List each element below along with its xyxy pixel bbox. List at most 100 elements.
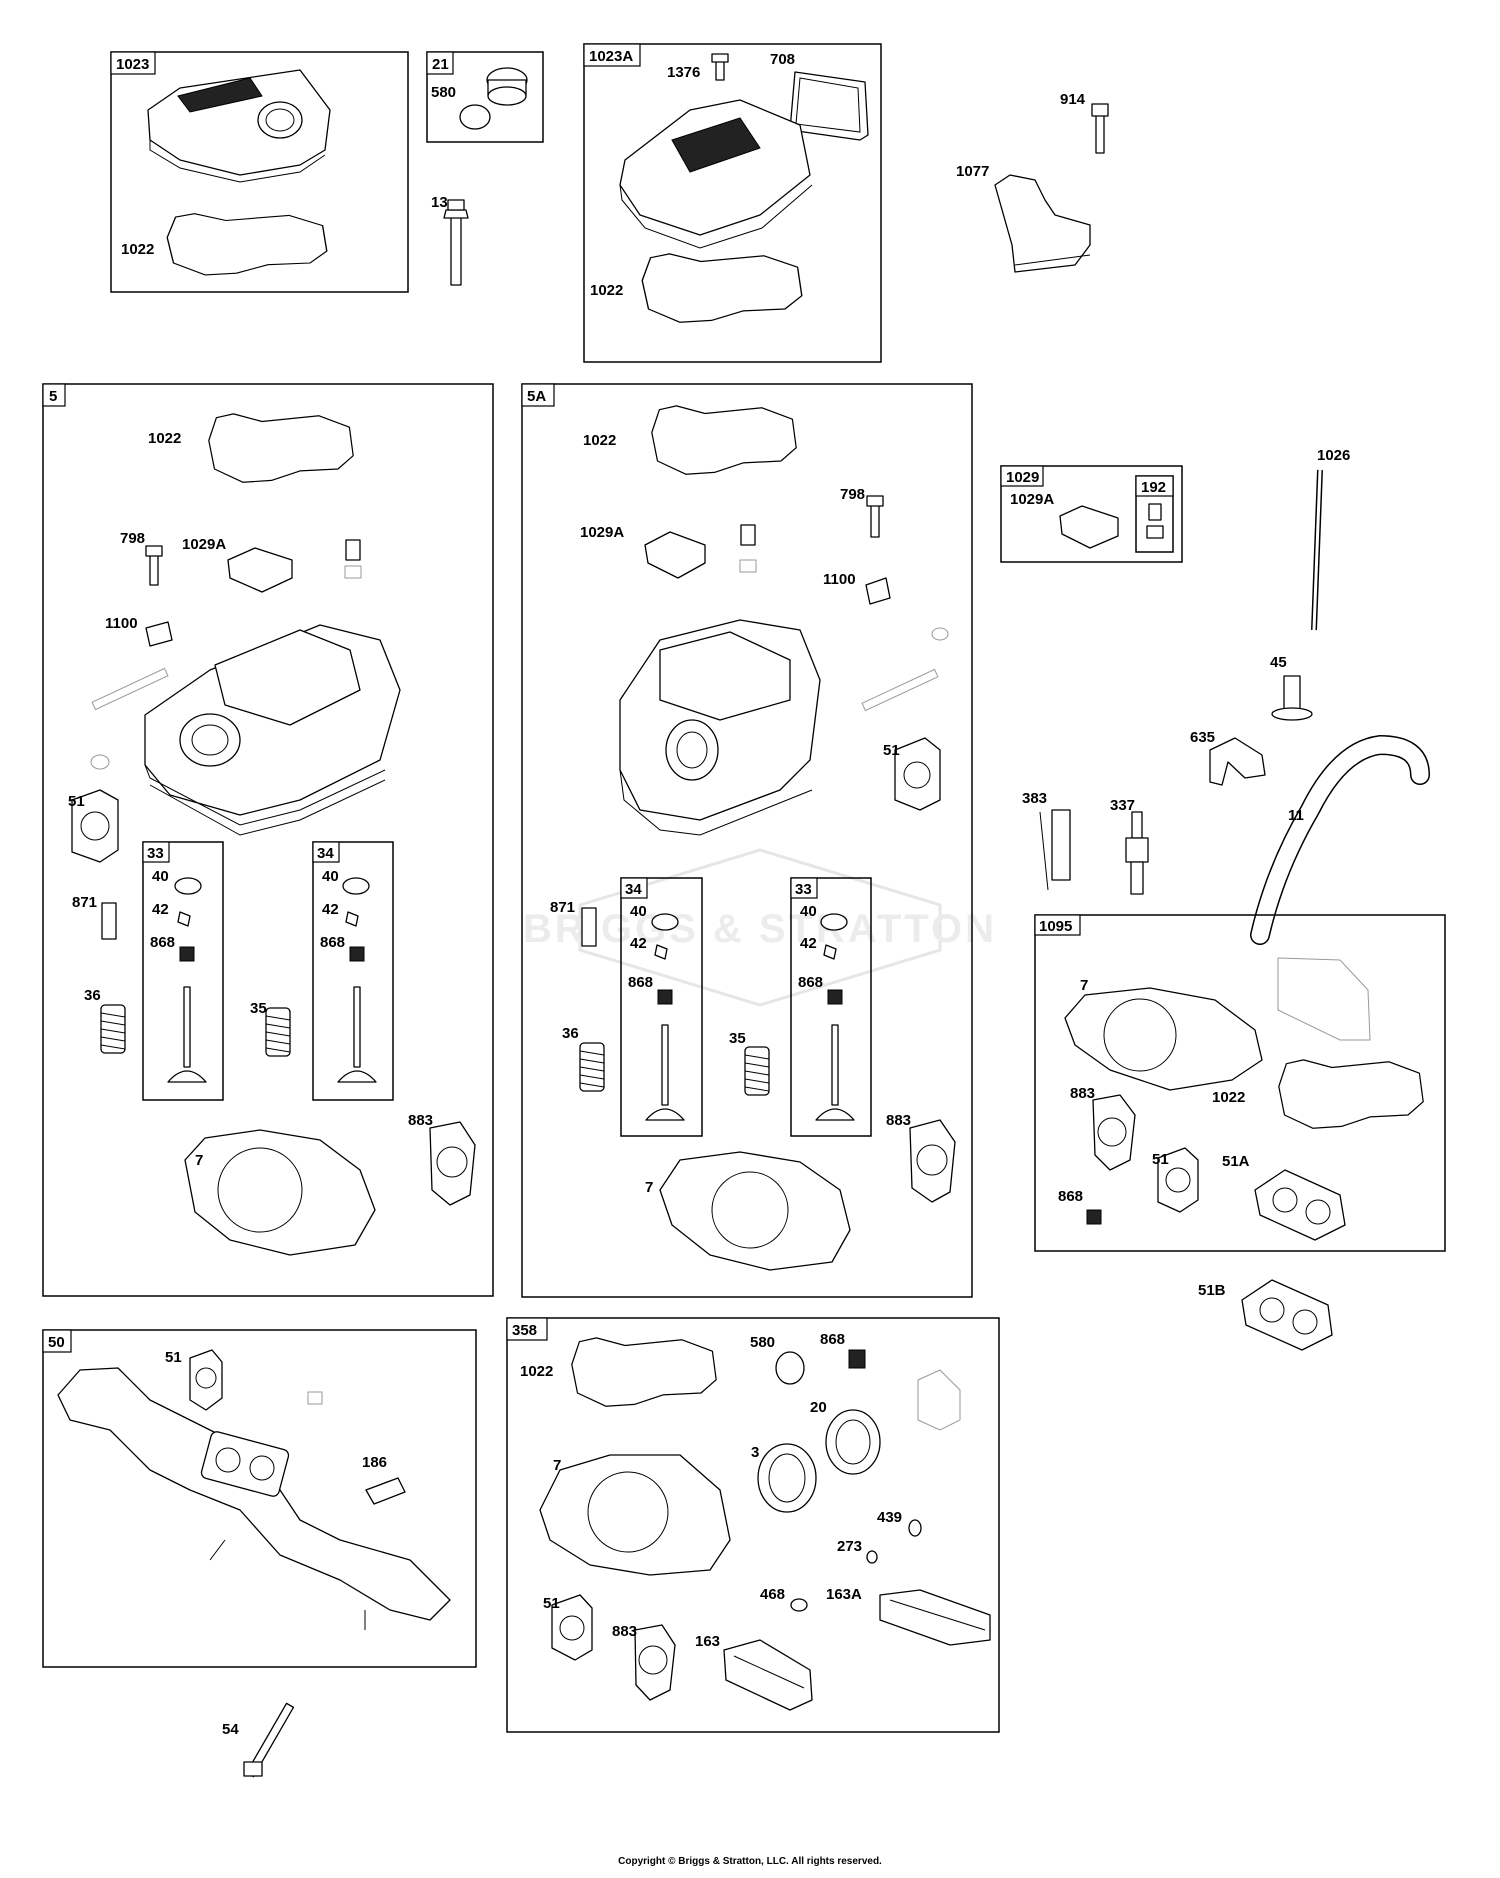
gasket-163[interactable] — [723, 1639, 813, 1711]
group-1023A[interactable]: 1023A 1376 708 1022 — [583, 43, 882, 363]
gasket-1095-top[interactable] — [1277, 957, 1371, 1041]
spring-35[interactable] — [744, 1046, 770, 1096]
oil-fill-cap[interactable] — [486, 67, 528, 106]
gasket-1022[interactable] — [1278, 1059, 1424, 1129]
valve-cap-868[interactable] — [349, 946, 365, 962]
breather-tube-11[interactable] — [1250, 734, 1430, 945]
spring-35[interactable] — [265, 1007, 291, 1057]
oil-seal-20[interactable] — [825, 1409, 881, 1475]
label-273: 273 — [837, 1538, 862, 1555]
group-1029[interactable]: 1029 1029A 192 — [1000, 465, 1183, 563]
intake-manifold[interactable] — [57, 1367, 451, 1630]
breather-1100[interactable] — [865, 577, 891, 605]
gasket-883[interactable] — [1092, 1094, 1136, 1171]
bolt-54[interactable] — [243, 1702, 295, 1778]
valve-cap-868[interactable] — [827, 989, 843, 1005]
valve-cover-gasket-1023A[interactable] — [641, 253, 803, 323]
bolt-1376[interactable] — [711, 53, 729, 81]
rocker-cover-gasket[interactable] — [208, 413, 354, 483]
head-gasket-7[interactable] — [659, 1151, 851, 1271]
head-gasket-7[interactable] — [184, 1129, 376, 1256]
gasket-51[interactable] — [894, 737, 941, 811]
bolt-13[interactable] — [443, 199, 469, 286]
group-21[interactable]: 21 580 — [426, 51, 544, 143]
valve-cap-868[interactable] — [179, 946, 195, 962]
valve-stem[interactable] — [815, 1024, 855, 1121]
head-gasket-7[interactable] — [539, 1454, 731, 1576]
valve-seal-40[interactable] — [820, 913, 848, 931]
tappet-45[interactable] — [1271, 675, 1313, 721]
valve-cover-gasket[interactable] — [166, 213, 328, 276]
bolt-798[interactable] — [145, 545, 163, 586]
oring-439[interactable] — [908, 1519, 922, 1537]
breather-1100[interactable] — [145, 621, 173, 647]
gasket-51[interactable] — [1157, 1147, 1199, 1213]
group-5[interactable]: 5 1022 798 1029A 1100 51 871 36 — [42, 383, 494, 1297]
tube-871[interactable] — [101, 902, 117, 940]
pivot-stud[interactable] — [345, 539, 361, 561]
keeper-42[interactable] — [823, 944, 837, 960]
spring-36[interactable] — [579, 1042, 605, 1092]
spring-36[interactable] — [100, 1004, 126, 1054]
pivot-nut-192[interactable] — [1146, 525, 1164, 539]
gasket-51[interactable] — [551, 1594, 593, 1661]
group-5A[interactable]: 5A 1022 798 1029A 1100 51 871 36 — [521, 383, 973, 1298]
valve-stem[interactable] — [167, 986, 207, 1083]
valve-cover-1023A[interactable] — [619, 99, 813, 249]
bolt-914[interactable] — [1091, 103, 1109, 154]
valve-seal-40[interactable] — [342, 877, 370, 895]
clip-383[interactable] — [1039, 809, 1071, 891]
gasket-51A[interactable] — [1254, 1169, 1346, 1241]
pivot-stud[interactable] — [740, 524, 756, 546]
rocker-arm-1029A[interactable] — [1059, 505, 1119, 549]
rocker-arm-1029A[interactable] — [227, 547, 293, 593]
oring-580[interactable] — [459, 104, 491, 130]
label-51: 51 — [68, 793, 85, 810]
head-gasket-7[interactable] — [1064, 987, 1263, 1091]
keeper-42[interactable] — [654, 944, 668, 960]
bracket-1077[interactable] — [994, 174, 1091, 273]
valve-seal-40[interactable] — [174, 877, 202, 895]
gasket-883[interactable] — [634, 1624, 676, 1701]
keeper-42[interactable] — [345, 911, 359, 927]
group-358[interactable]: 358 1022 580 868 20 3 7 439 273 468 163A… — [506, 1317, 1000, 1733]
valve-cap-868[interactable] — [848, 1349, 866, 1369]
rocker-arm-1029A[interactable] — [644, 531, 706, 579]
valve-kit-34[interactable]: 34 40 42 868 — [312, 841, 394, 1101]
gasket-883[interactable] — [909, 1119, 956, 1203]
seal-708[interactable] — [789, 71, 869, 141]
oil-seal-3[interactable] — [757, 1443, 817, 1513]
pivot-stud-192[interactable] — [1148, 503, 1162, 521]
gasket-51[interactable] — [71, 789, 119, 863]
gasket-163A[interactable] — [879, 1589, 991, 1646]
gasket-1022[interactable] — [571, 1337, 717, 1407]
valve-seal-40[interactable] — [651, 913, 679, 931]
gasket-51[interactable] — [189, 1349, 223, 1411]
oring-580[interactable] — [775, 1351, 805, 1385]
cylinder-head[interactable] — [144, 624, 401, 836]
oring-468[interactable] — [790, 1598, 808, 1612]
pushrod-1026[interactable] — [1311, 469, 1323, 631]
group-1095[interactable]: 1095 7 883 1022 51 51A 868 — [1034, 914, 1446, 1252]
tube-871[interactable] — [581, 907, 597, 947]
group-50[interactable]: 50 51 186 — [42, 1329, 477, 1668]
keeper-42[interactable] — [177, 911, 191, 927]
valve-stem[interactable] — [645, 1024, 685, 1121]
valve-cap-868[interactable] — [657, 989, 673, 1005]
valve-stem[interactable] — [337, 986, 377, 1083]
valve-kit-33[interactable]: 33 40 42 868 — [790, 877, 872, 1137]
valve-cover[interactable] — [147, 69, 331, 183]
group-1023[interactable]: 1023 1022 — [110, 51, 409, 293]
valve-kit-34[interactable]: 34 40 42 868 — [620, 877, 703, 1137]
gasket-883[interactable] — [429, 1121, 476, 1206]
gasket-51B[interactable] — [1241, 1279, 1333, 1351]
valve-cap-868[interactable] — [1086, 1209, 1102, 1225]
rocker-cover-gasket[interactable] — [651, 405, 797, 475]
cylinder-head[interactable] — [619, 619, 821, 836]
oring-273[interactable] — [866, 1550, 878, 1564]
valve-kit-33[interactable]: 33 40 42 868 — [142, 841, 224, 1101]
spark-plug-boot-635[interactable] — [1209, 737, 1266, 786]
spark-plug-337[interactable] — [1125, 811, 1149, 895]
fitting-186[interactable] — [365, 1477, 406, 1505]
bolt-798[interactable] — [866, 495, 884, 538]
